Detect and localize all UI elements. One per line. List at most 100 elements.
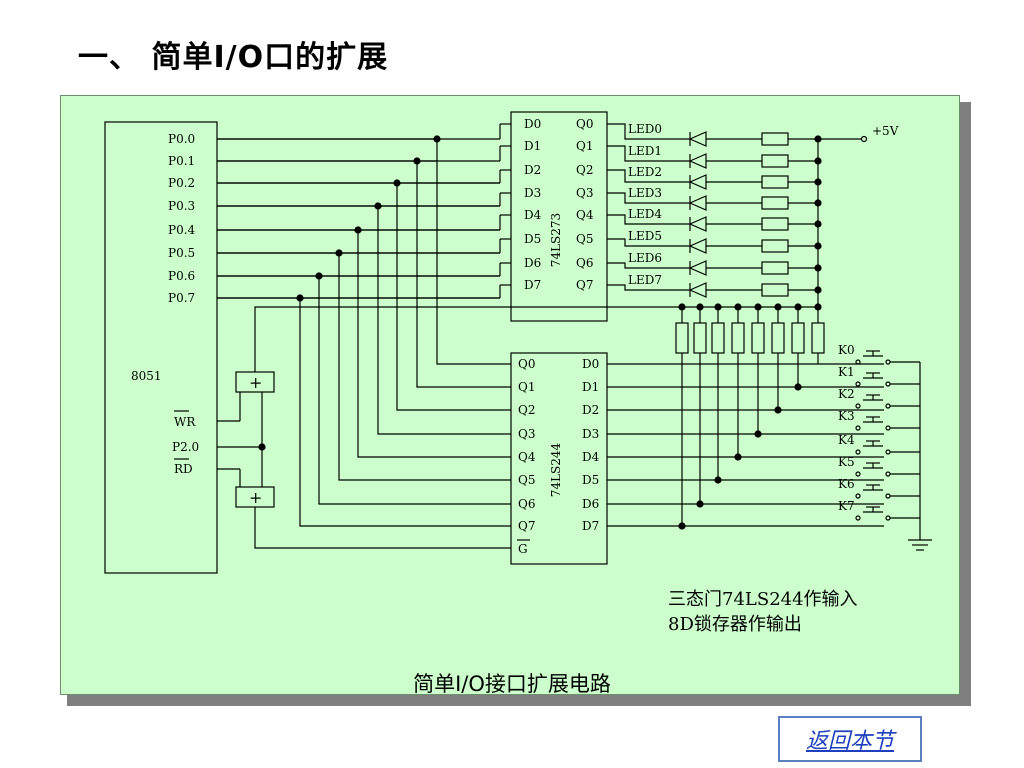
latch-d-pin-label: D7 xyxy=(524,278,541,292)
junction-dot xyxy=(315,272,323,280)
led-diode xyxy=(688,195,707,211)
pullup-resistor xyxy=(751,322,765,354)
pullup-resistor xyxy=(731,322,745,354)
wire xyxy=(396,183,511,411)
junction-dot xyxy=(814,178,822,186)
junction-dot xyxy=(714,303,722,311)
wire xyxy=(436,139,511,365)
gate-write-symbol: + xyxy=(249,373,262,392)
mcu-name-label: 8051 xyxy=(131,369,162,383)
led-diode xyxy=(688,131,707,147)
key-contact xyxy=(885,449,891,455)
diagram-caption: 简单I/O接口扩展电路 xyxy=(413,672,611,696)
junction-dot xyxy=(754,430,762,438)
wire xyxy=(254,306,607,372)
wire xyxy=(318,276,511,505)
latch-q-pin-label: Q1 xyxy=(576,139,593,153)
buffer-q-pin-label: Q3 xyxy=(518,427,535,441)
buffer-q-pin-label: Q5 xyxy=(518,473,535,487)
wire xyxy=(607,145,690,162)
key-label: K4 xyxy=(838,433,855,447)
junction-dot xyxy=(794,303,802,311)
pullup-resistor xyxy=(811,322,825,354)
key-contact xyxy=(855,471,861,477)
buffer-d-pin-label: D5 xyxy=(582,473,599,487)
led-resistor xyxy=(761,217,789,231)
led-diode xyxy=(688,153,707,169)
led-diode xyxy=(688,216,707,232)
led-resistor xyxy=(761,154,789,168)
led-label: LED1 xyxy=(628,144,662,158)
junction-dot xyxy=(354,226,362,234)
mcu-pin-label: P0.4 xyxy=(168,223,196,237)
latch-d-pin-label: D3 xyxy=(524,186,541,200)
p20-label: P2.0 xyxy=(172,440,199,454)
junction-dot xyxy=(696,303,704,311)
key-label: K5 xyxy=(838,455,855,469)
supply-label: +5V xyxy=(872,124,899,138)
junction-dot xyxy=(774,303,782,311)
led-resistor xyxy=(761,132,789,146)
wire xyxy=(607,284,690,291)
latch-q-pin-label: Q6 xyxy=(576,256,593,270)
pullup-resistor xyxy=(693,322,707,354)
wire xyxy=(254,507,511,549)
junction-dot xyxy=(678,522,686,530)
key-contact xyxy=(855,515,861,521)
buffer-d-pin-label: D6 xyxy=(582,497,599,511)
buffer-d-pin-label: D7 xyxy=(582,519,599,533)
led-resistor xyxy=(761,239,789,253)
supply-terminal xyxy=(860,135,868,143)
or-gate-write xyxy=(235,371,275,393)
junction-dot xyxy=(814,286,822,294)
latch-q-pin-label: Q5 xyxy=(576,232,593,246)
led-diode xyxy=(688,260,707,276)
key-contact xyxy=(885,471,891,477)
latch-74ls273-chip xyxy=(510,111,608,322)
wire xyxy=(299,298,511,527)
latch-q-pin-label: Q2 xyxy=(576,163,593,177)
design-note: 三态门74LS244作输入 8D锁存器作输出 xyxy=(668,587,858,637)
led-resistor xyxy=(761,261,789,275)
mcu-pin-label: P0.0 xyxy=(168,132,195,146)
junction-dot xyxy=(794,383,802,391)
buffer-q-pin-label: Q1 xyxy=(518,380,535,394)
junction-dot xyxy=(774,406,782,414)
or-gate-read xyxy=(235,486,275,508)
diagram-panel xyxy=(60,95,960,695)
wire xyxy=(607,262,690,269)
junction-dot xyxy=(393,179,401,187)
latch-q-pin-label: Q0 xyxy=(576,117,593,131)
junction-dot xyxy=(814,157,822,165)
latch-d-pin-label: D2 xyxy=(524,163,541,177)
buffer-g-label: G xyxy=(518,542,528,556)
key-contact xyxy=(855,425,861,431)
mcu-pin-label: P0.2 xyxy=(168,176,195,190)
latch-d-pin-label: D0 xyxy=(524,117,541,131)
led-label: LED3 xyxy=(628,186,662,200)
led-resistor xyxy=(761,283,789,297)
key-label: K3 xyxy=(838,409,855,423)
wire xyxy=(338,253,511,481)
mcu-pin-label: P0.5 xyxy=(168,246,195,260)
key-contact xyxy=(855,493,861,499)
key-contact xyxy=(885,403,891,409)
note-line-1: 三态门74LS244作输入 xyxy=(668,589,858,610)
latch-d-pin-label: D5 xyxy=(524,232,541,246)
led-diode xyxy=(688,238,707,254)
wire xyxy=(607,123,690,140)
pullup-resistor xyxy=(711,322,725,354)
mcu-pin-label: P0.6 xyxy=(168,269,195,283)
wire xyxy=(607,169,690,183)
back-to-section-button[interactable]: 返回本节 xyxy=(778,716,922,762)
wire xyxy=(607,238,690,247)
led-label: LED0 xyxy=(628,122,662,136)
wr-label: WR xyxy=(174,415,196,429)
key-contact xyxy=(885,493,891,499)
junction-dot xyxy=(814,264,822,272)
key-contact xyxy=(885,381,891,387)
latch-q-pin-label: Q3 xyxy=(576,186,593,200)
latch-d-pin-label: D6 xyxy=(524,256,541,270)
led-diode xyxy=(688,282,707,298)
